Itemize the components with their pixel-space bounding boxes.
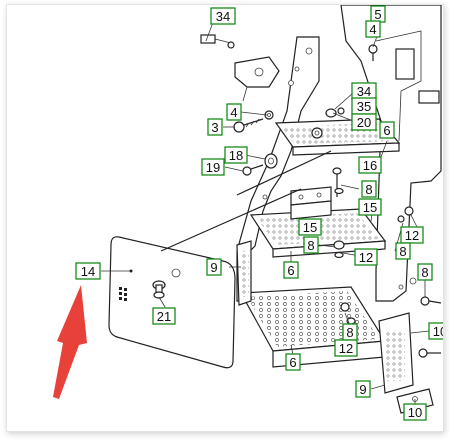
cover-plate [108, 236, 236, 369]
fasteners [200, 34, 442, 358]
spacer-18 [264, 153, 278, 169]
red-pointer-arrow [53, 285, 87, 399]
callout-number: 8 [421, 265, 428, 280]
callout-label: 8 [395, 242, 411, 260]
washer-right-pair [397, 206, 414, 223]
callout-number: 34 [357, 84, 371, 99]
vent-holes [119, 287, 127, 301]
callout-label: 8 [361, 180, 377, 198]
callout-number: 34 [216, 9, 230, 24]
knob-fastener [152, 280, 166, 299]
callout-label: 6 [283, 261, 299, 279]
callout-label: 4 [226, 103, 242, 121]
callout-number: 10 [408, 405, 422, 420]
parts-diagram-card: 3454343542036181619815158129612814821810… [6, 4, 444, 432]
callout-number: 19 [206, 160, 220, 175]
callout-number: 4 [369, 22, 376, 37]
callout-label: 34 [210, 7, 236, 25]
callout-number: 8 [365, 182, 372, 197]
callout-label: 35 [351, 97, 377, 115]
bolt-top-left [200, 34, 235, 49]
callout-number: 15 [303, 220, 317, 235]
callout-label: 6 [379, 121, 395, 139]
callout-number: 12 [359, 250, 373, 265]
callout-number: 12 [405, 228, 419, 243]
callout-label: 19 [201, 158, 225, 176]
callout-label: 8 [303, 236, 319, 254]
bolt-right-12 [418, 348, 441, 358]
parts-diagram: 3454343542036181619815158129612814821810… [53, 5, 443, 421]
callout-label: 8 [417, 263, 433, 281]
nut-20 [311, 127, 323, 139]
callout-label: 15 [358, 198, 382, 216]
arrow-shape [53, 285, 87, 399]
hinge-bracket [234, 56, 280, 102]
bolt-19 [242, 164, 264, 176]
stringer-left [236, 240, 252, 306]
callout-label: 10 [403, 403, 427, 421]
callout-number: 8 [399, 244, 406, 259]
callout-number: 14 [81, 264, 95, 279]
bolt-right-8 [420, 296, 442, 306]
callout-label: 3 [207, 118, 223, 136]
callout-label: 5 [370, 5, 386, 23]
mid-bracket [290, 186, 332, 220]
washer-35 [325, 107, 345, 118]
washer-4 [264, 110, 274, 120]
callout-number: 9 [210, 260, 217, 275]
callout-number: 9 [359, 382, 366, 397]
callout-label: 9 [206, 258, 222, 276]
callout-number: 12 [339, 341, 353, 356]
callout-labels: 3454343542036181619815158129612814821810… [75, 5, 443, 421]
side-frame-left [236, 36, 320, 302]
callout-number: 5 [374, 7, 381, 22]
callout-label: 18 [224, 146, 248, 164]
assembly-lines [160, 150, 332, 252]
callout-label: 34 [351, 82, 377, 100]
side-frame-right [340, 5, 442, 302]
callout-number: 16 [363, 158, 377, 173]
callout-number: 6 [289, 355, 296, 370]
bottom-step [240, 286, 387, 368]
callout-label: 12 [334, 339, 358, 357]
callout-number: 3 [211, 120, 218, 135]
callout-number: 8 [346, 325, 353, 340]
callout-label: 12 [354, 248, 378, 266]
callout-label: 15 [298, 218, 322, 236]
callout-label: 20 [351, 113, 377, 131]
callout-label: 4 [365, 20, 381, 38]
callout-number: 18 [229, 148, 243, 163]
callout-label: 21 [152, 307, 176, 325]
callout-number: 4 [230, 105, 237, 120]
callout-label: 8 [342, 323, 358, 341]
lower-bracket [378, 312, 434, 414]
callout-label: 14 [75, 262, 101, 280]
callout-number: 8 [307, 238, 314, 253]
middle-step [249, 208, 387, 258]
callout-number: 21 [157, 309, 171, 324]
callout-number: 35 [357, 99, 371, 114]
bolt-5 [368, 44, 378, 61]
callout-label: 9 [355, 380, 371, 398]
callout-label: 16 [358, 156, 382, 174]
callout-number: 20 [357, 115, 371, 130]
callout-number: 10 [433, 324, 443, 339]
callout-number: 6 [287, 263, 294, 278]
callout-label: 12 [400, 226, 424, 244]
bolt-stack-8-low [333, 240, 345, 259]
bolt-3 [233, 118, 264, 133]
callout-number: 15 [363, 200, 377, 215]
bolt-stack-8-mid [332, 167, 344, 197]
callout-label: 6 [285, 353, 301, 371]
callout-label: 10 [428, 322, 443, 340]
callout-number: 6 [383, 123, 390, 138]
